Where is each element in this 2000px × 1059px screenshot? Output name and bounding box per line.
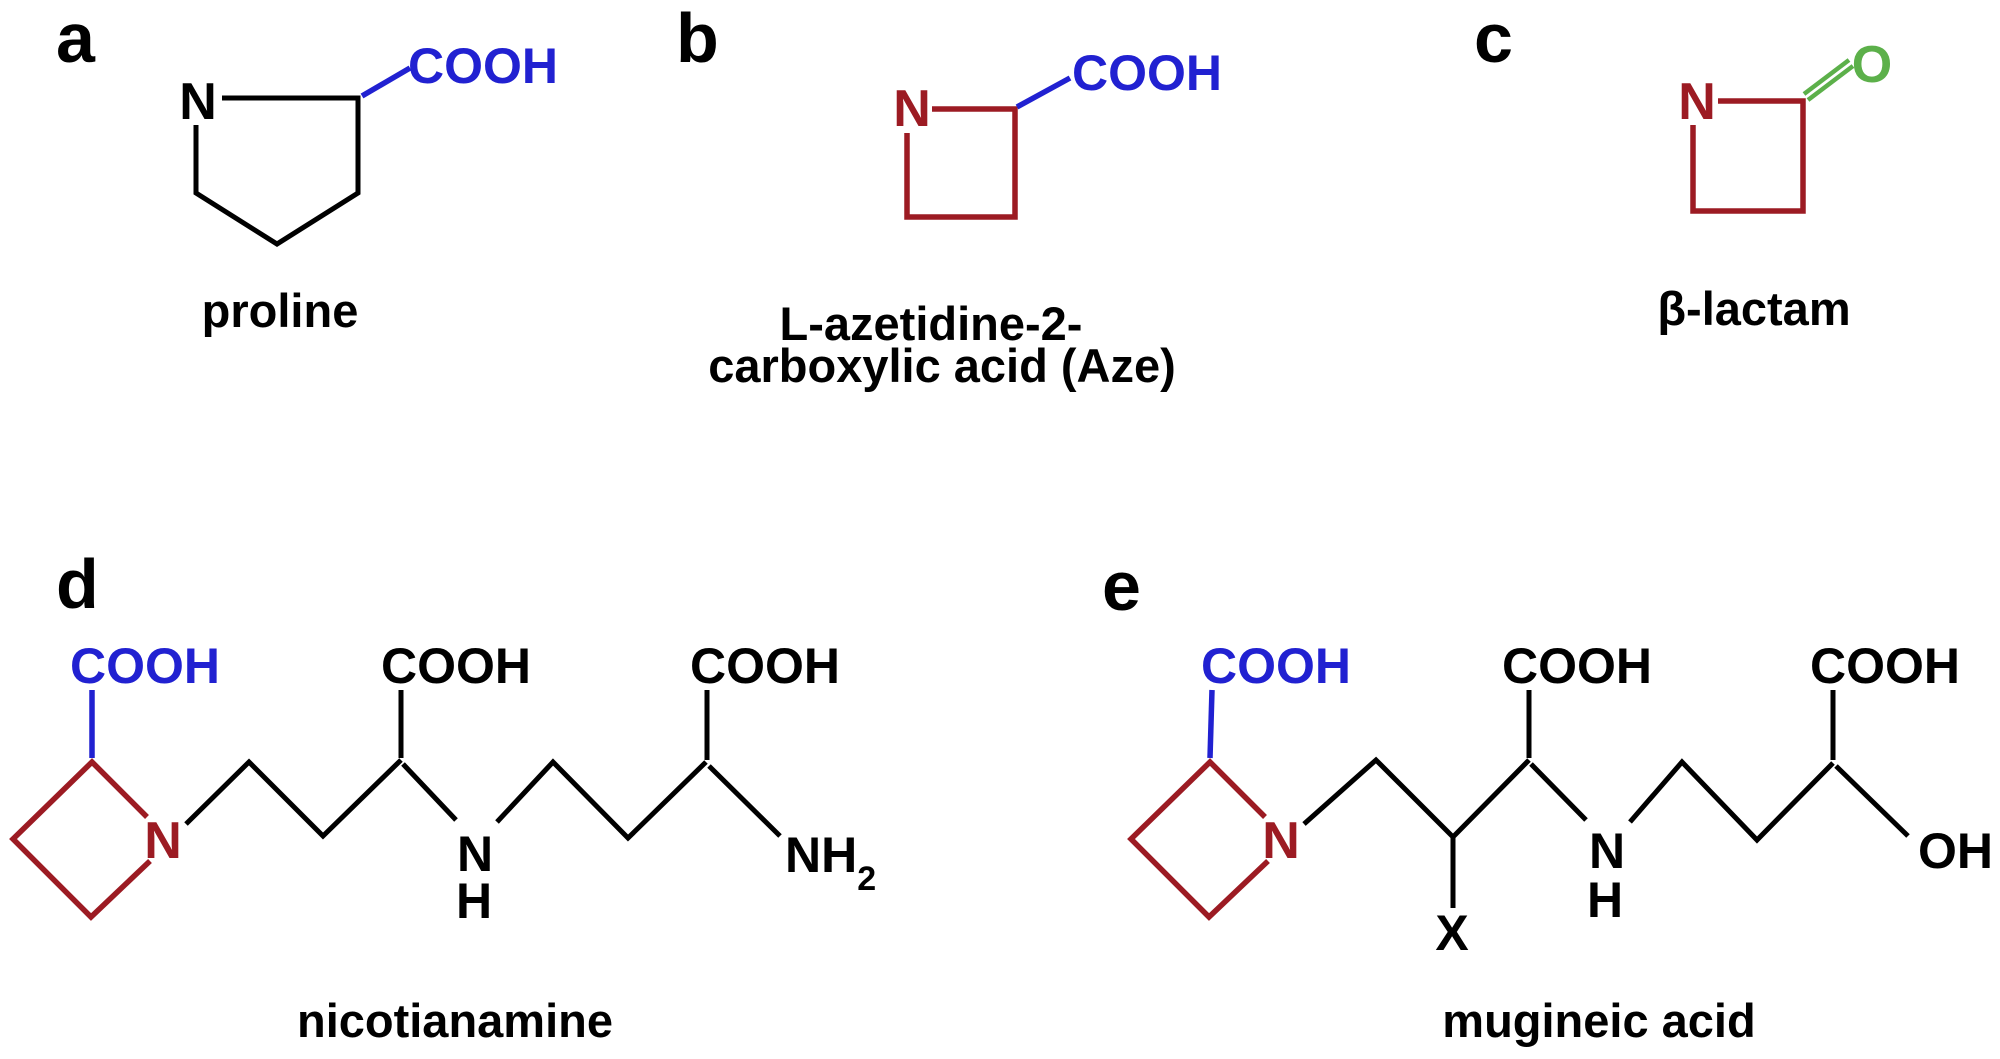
terminal-amine-label: NH2 [785, 827, 876, 898]
azetidine-ring-bonds [9, 758, 152, 921]
oxygen-label: O [1852, 36, 1892, 94]
molecule-caption-proline: proline [202, 284, 359, 337]
ring-nitrogen-label: N [1262, 812, 1300, 870]
ring-carboxyl-bond [1207, 689, 1215, 759]
carboxyl-label: COOH [408, 38, 558, 94]
azetidine-ring-bonds [904, 106, 1018, 220]
lactam-ring-bonds [1690, 98, 1806, 214]
bond-to-amine [1529, 762, 1588, 822]
panel-d-letter: d [56, 545, 99, 623]
ring-carboxyl-label: COOH [1201, 638, 1351, 694]
chain-hydrogen-label: H [1587, 872, 1623, 928]
hydroxyl-label: OH [1918, 823, 1993, 879]
proline-ring-bonds [193, 95, 361, 247]
molecule-caption-aze-line1: L-azetidine-2- [780, 297, 1083, 350]
ring-carboxyl-label: COOH [70, 638, 220, 694]
carboxyl-label-mid: COOH [381, 638, 531, 694]
panel-b: b N COOH L-azetidine-2- carboxylic acid … [676, 0, 1222, 392]
chain-bonds-left [1302, 756, 1531, 841]
bond-to-hydroxyl [1834, 764, 1910, 838]
carboxyl-label-mid: COOH [1502, 638, 1652, 694]
carboxyl-label: COOH [1072, 45, 1222, 101]
molecule-caption-mugineic-acid: mugineic acid [1442, 994, 1755, 1047]
panel-a: a N COOH proline [56, 0, 558, 337]
panel-a-letter: a [56, 0, 96, 77]
panel-c-letter: c [1474, 0, 1513, 77]
molecule-caption-nicotianamine: nicotianamine [297, 994, 613, 1047]
bond-to-terminal-amine [707, 764, 782, 838]
carbonyl-double-bond-inner [1806, 64, 1855, 102]
ring-nitrogen-label: N [144, 812, 182, 870]
panel-d: d COOH N COOH N H COOH NH2 nicotianamine [9, 545, 876, 1047]
panel-e: e COOH N X COOH N H COOH OH mugineic aci… [1102, 547, 1993, 1047]
chain-nitrogen-label: N [457, 826, 493, 882]
bond-to-amine [401, 762, 458, 822]
carbonyl-double-bond-outer [1802, 58, 1851, 96]
chain-bonds-right [1628, 758, 1835, 844]
chain-nitrogen-label: N [1589, 823, 1625, 879]
nitrogen-label: N [1678, 73, 1716, 131]
carboxyl-label-right: COOH [690, 638, 840, 694]
panel-b-letter: b [676, 0, 719, 77]
carboxyl-bond [360, 65, 412, 99]
chain-hydrogen-label: H [456, 873, 492, 929]
molecule-caption-aze-line2: carboxylic acid (Aze) [708, 339, 1176, 392]
carboxyl-bond [1015, 75, 1072, 110]
azetidine-ring-bonds [1127, 758, 1270, 921]
panel-c: c N O β-lactam [1474, 0, 1892, 335]
chain-bonds-right [495, 758, 708, 842]
nitrogen-label: N [893, 80, 931, 138]
chain-bonds-left [184, 758, 403, 840]
panel-e-letter: e [1102, 547, 1141, 625]
nitrogen-label: N [179, 73, 217, 131]
x-substituent-label: X [1435, 905, 1468, 961]
molecule-caption-lactam: β-lactam [1657, 282, 1850, 335]
carboxyl-label-right: COOH [1810, 638, 1960, 694]
